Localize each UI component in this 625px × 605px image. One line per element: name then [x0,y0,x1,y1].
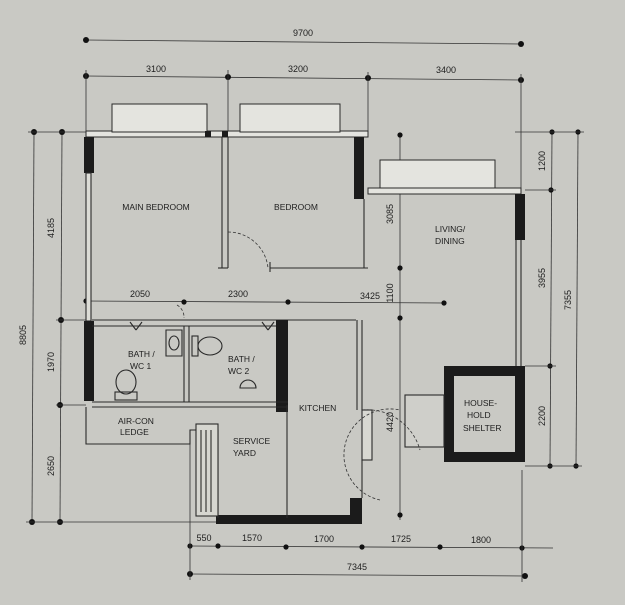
dim-right-3: 2200 [537,406,547,426]
room-aircon-line2: LEDGE [120,427,149,437]
dim-top-2: 3200 [288,64,308,74]
dim-left-1: 4185 [46,218,56,238]
room-living-line2: DINING [435,236,465,246]
dim-mid-3: 4420 [385,412,395,432]
dim-top-3: 3400 [436,65,456,75]
room-living-line1: LIVING/ [435,224,466,234]
dim-bottom-2: 1570 [242,533,262,543]
room-shelter-line1: HOUSE- [464,398,497,408]
dim-mid-2: 1100 [385,283,395,302]
dim-inner-2: 2300 [228,289,248,299]
dim-top-1: 3100 [146,64,166,74]
dim-left-total: 8805 [18,325,28,345]
dimension-labels: 9700 3100 3200 3400 2050 2300 3425 8805 … [18,28,573,572]
dim-left-2: 1970 [46,352,56,372]
dim-mid-1: 3085 [385,204,395,224]
dim-inner-1: 2050 [130,289,150,299]
room-bath2-line1: BATH / [228,354,255,364]
room-bedroom: BEDROOM [274,202,318,212]
dim-bottom-3: 1700 [314,534,334,544]
dim-right-total: 7355 [563,290,573,310]
dim-right-2: 3955 [537,268,547,288]
room-shelter-line3: SHELTER [463,423,502,433]
room-shelter-line2: HOLD [467,410,491,420]
dim-bottom-total: 7345 [347,562,367,572]
room-bath2-line2: WC 2 [228,366,250,376]
dim-bottom-5: 1800 [471,535,491,545]
dim-bottom-4: 1725 [391,534,411,544]
walls [84,103,525,524]
room-bath1-line2: WC 1 [130,361,152,371]
dim-inner-3: 3425 [360,291,380,301]
room-main-bedroom: MAIN BEDROOM [122,202,190,212]
room-service-line1: SERVICE [233,436,270,446]
dim-top-total: 9700 [293,28,313,38]
dimension-lines [26,37,584,582]
room-service-line2: YARD [233,448,256,458]
room-aircon-line1: AIR-CON [118,416,154,426]
room-kitchen: KITCHEN [299,403,336,413]
fixtures [114,231,421,501]
room-labels: MAIN BEDROOM BEDROOM LIVING/ DINING BATH… [118,202,502,458]
dim-left-3: 2650 [46,456,56,476]
dim-right-1: 1200 [537,151,547,171]
dim-bottom-1: 550 [196,533,211,543]
room-bath1-line1: BATH / [128,349,155,359]
